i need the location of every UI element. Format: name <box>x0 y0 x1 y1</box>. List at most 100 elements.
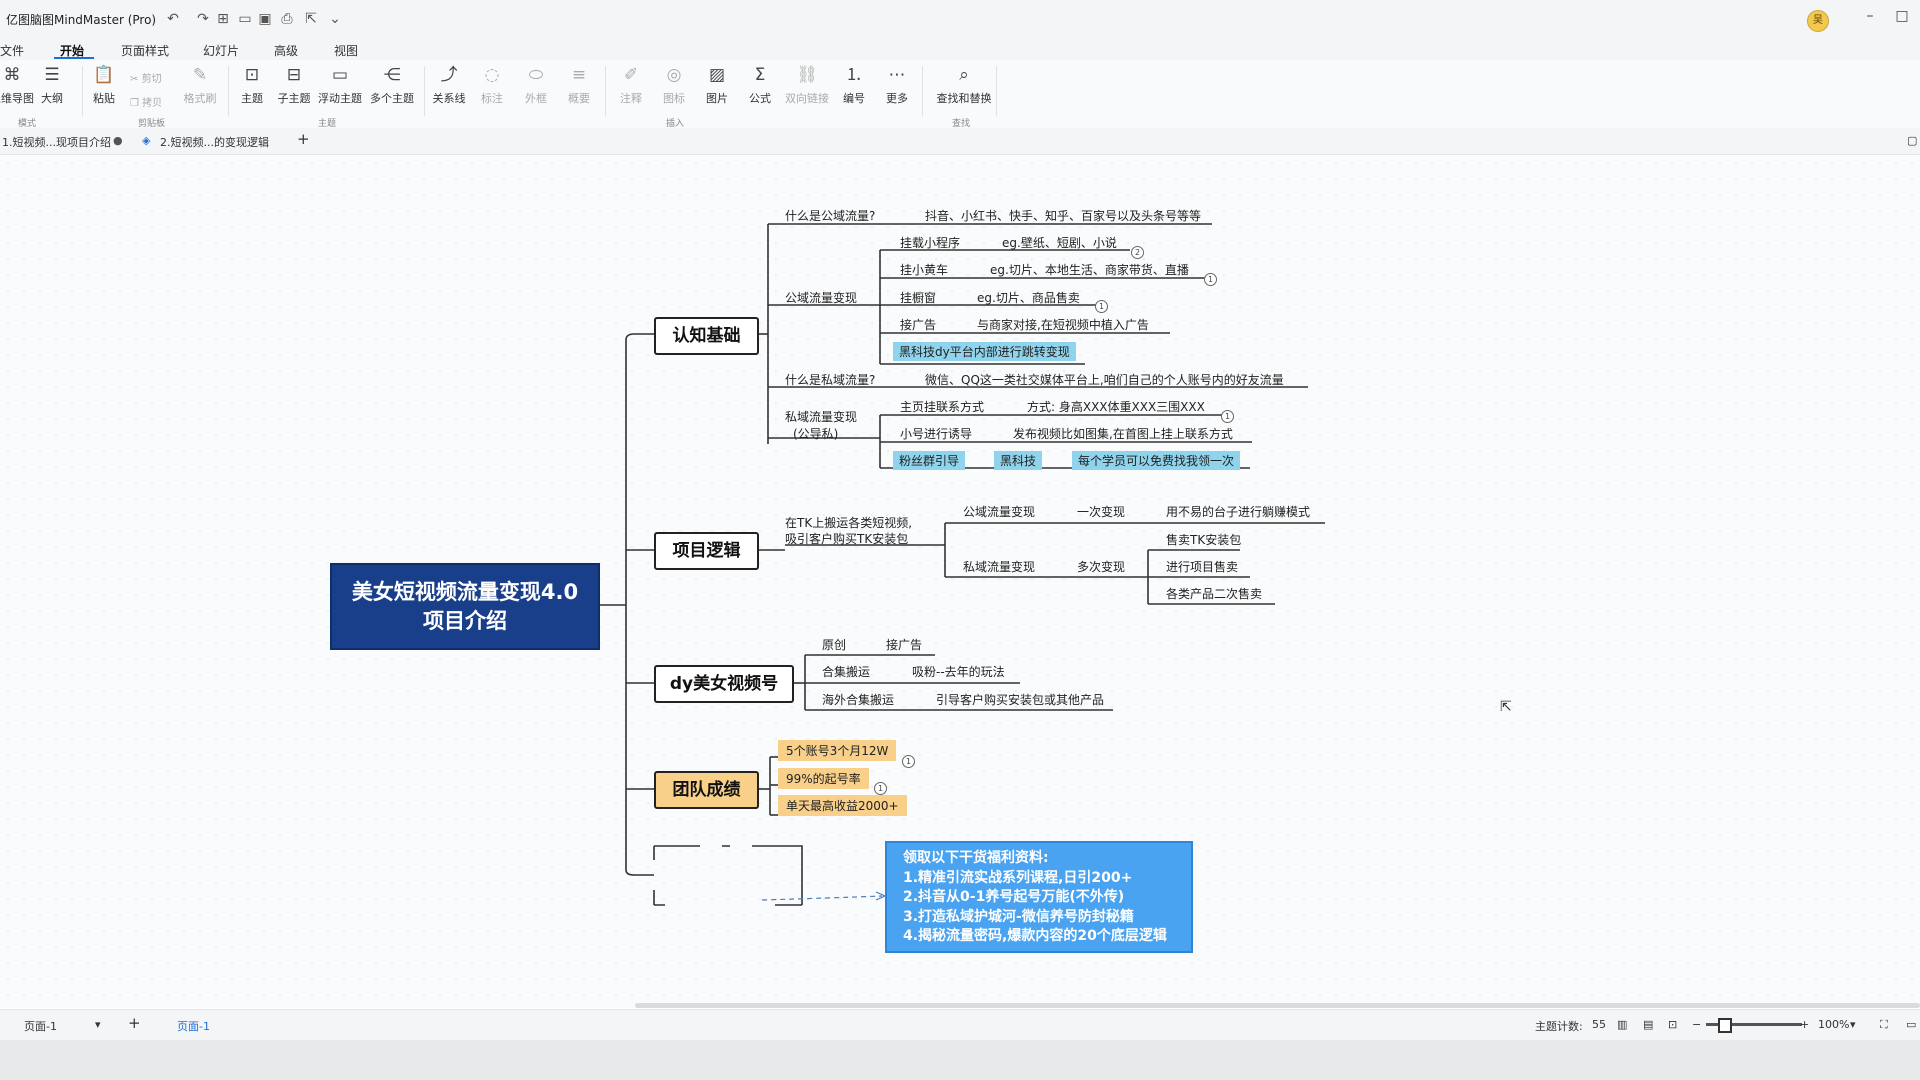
horizontal-scrollbar[interactable] <box>635 1003 1920 1008</box>
redo-icon[interactable]: ↷ <box>197 11 209 27</box>
zoom-slider[interactable] <box>1706 1023 1802 1026</box>
blackhat-topic[interactable]: 黑科技dy平台内部进行跳转变现 <box>893 342 1076 361</box>
topic-button[interactable]: ⊡主题 <box>230 64 274 106</box>
project-once-detail[interactable]: 用不易的台子进行躺赚模式 <box>1166 505 1311 519</box>
public-item-1-key[interactable]: 挂载小程序 <box>900 236 961 250</box>
dy-compilation[interactable]: 合集搬运 <box>822 665 871 679</box>
image-button[interactable]: ▨图片 <box>695 64 739 106</box>
zoom-level[interactable]: 100% <box>1818 1018 1850 1031</box>
print-icon[interactable]: ⎙ <box>281 11 293 27</box>
page-tab-1[interactable]: 页面-1 <box>177 1020 210 1033</box>
panel-icon[interactable]: ▭ <box>1906 1018 1917 1031</box>
cut-button[interactable]: ✂ 剪切 <box>130 74 162 85</box>
tab-home[interactable]: 开始 <box>60 44 85 58</box>
project-multi-item-3[interactable]: 各类产品二次售卖 <box>1166 587 1263 601</box>
zoom-slider-handle[interactable] <box>1718 1018 1732 1033</box>
new-file-icon[interactable]: ⊞ <box>217 11 229 27</box>
bilink-button[interactable]: ⛓双向链接 <box>785 65 829 105</box>
open-file-icon[interactable]: ▭ <box>238 11 252 27</box>
project-multi-item-2[interactable]: 进行项目售卖 <box>1166 560 1239 574</box>
customize-icon[interactable]: ⌄ <box>329 11 341 27</box>
project-private-monetize[interactable]: 私域流量变现 <box>963 560 1036 574</box>
tag-blackhat[interactable]: 黑科技 <box>994 451 1043 470</box>
numbering-button[interactable]: ⒈编号 <box>832 64 876 106</box>
private-traffic-question[interactable]: 什么是私域流量? <box>785 373 876 387</box>
public-item-3-key[interactable]: 挂橱窗 <box>900 291 937 305</box>
fit-page-icon[interactable]: ⊡ <box>1668 1018 1678 1031</box>
private-monetize-topic[interactable]: 私域流量变现 <box>785 410 858 424</box>
multi-topic-button[interactable]: ⋲多个主题 <box>370 65 414 105</box>
tag-fan-group[interactable]: 粉丝群引导 <box>893 451 966 470</box>
subtopic-button[interactable]: ⊟子主题 <box>272 64 316 106</box>
project-multi-item-1[interactable]: 售卖TK安装包 <box>1166 533 1242 547</box>
mindmap-mode-button[interactable]: ⌘思维导图 <box>0 64 34 106</box>
dy-overseas[interactable]: 海外合集搬运 <box>822 693 895 707</box>
save-icon[interactable]: ▣ <box>258 11 272 27</box>
public-traffic-question[interactable]: 什么是公域流量? <box>785 209 876 223</box>
note-button[interactable]: ✐注释 <box>609 64 653 106</box>
mindmap-canvas[interactable] <box>0 155 1920 1008</box>
tab-file[interactable]: 文件 <box>0 44 25 58</box>
relation-line-button[interactable]: ⤴关系线 <box>427 64 471 106</box>
team-result-2[interactable]: 99%的起号率 <box>778 768 869 789</box>
floating-topic-button[interactable]: ▭浮动主题 <box>318 65 362 105</box>
tab-slides[interactable]: 幻灯片 <box>203 44 240 58</box>
view-toggle-icon[interactable]: ▥ <box>1617 1018 1628 1031</box>
outline-mode-button[interactable]: ☰大纲 <box>30 64 74 106</box>
layout-icon[interactable]: ▤ <box>1643 1018 1654 1031</box>
undo-icon[interactable]: ↶ <box>167 11 179 27</box>
zoom-in-icon[interactable]: + <box>1800 1018 1810 1031</box>
private-item-2-key[interactable]: 小号进行诱导 <box>900 427 973 441</box>
public-monetize-topic[interactable]: 公域流量变现 <box>785 291 858 305</box>
public-item-4-value[interactable]: 与商家对接,在短视频中植入广告 <box>977 318 1149 332</box>
tab-view[interactable]: 视图 <box>334 44 359 58</box>
team-result-3[interactable]: 单天最高收益2000+ <box>778 795 907 816</box>
public-traffic-answer[interactable]: 抖音、小红书、快手、知乎、百家号以及头条号等等 <box>925 209 1202 223</box>
tab-page-style[interactable]: 页面样式 <box>121 44 170 58</box>
public-item-3-value[interactable]: eg.切片、商品售卖 <box>977 291 1080 305</box>
branch-team-results[interactable]: 团队成绩 <box>654 771 759 809</box>
public-item-4-key[interactable]: 接广告 <box>900 318 937 332</box>
public-item-1-value[interactable]: eg.壁纸、短剧、小说 <box>1002 236 1117 250</box>
add-page-button[interactable]: + <box>128 1014 141 1032</box>
dy-compilation-value[interactable]: 吸粉--去年的玩法 <box>912 665 1005 679</box>
project-once[interactable]: 一次变现 <box>1077 505 1126 519</box>
paste-button[interactable]: 📋粘贴 <box>82 64 126 106</box>
icon-button[interactable]: ◎图标 <box>652 64 696 106</box>
find-replace-button[interactable]: ⌕查找和替换 <box>934 64 994 106</box>
branch-dy-video[interactable]: dy美女视频号 <box>654 665 794 703</box>
private-item-2-value[interactable]: 发布视频比如图集,在首图上挂上联系方式 <box>1013 427 1233 441</box>
team-result-1[interactable]: 5个账号3个月12W <box>778 740 897 761</box>
user-avatar[interactable]: 吴 <box>1807 10 1829 32</box>
branch-cognition[interactable]: 认知基础 <box>654 317 759 355</box>
callout-button[interactable]: ◌标注 <box>470 64 514 106</box>
tab-advanced[interactable]: 高级 <box>274 44 299 58</box>
project-public-monetize[interactable]: 公域流量变现 <box>963 505 1036 519</box>
page-select-chevron-icon[interactable]: ▾ <box>95 1018 101 1031</box>
zoom-out-icon[interactable]: − <box>1692 1018 1702 1031</box>
maximize-icon[interactable]: □ <box>1895 8 1909 24</box>
page-select[interactable]: 页面-1 <box>24 1020 57 1033</box>
private-item-1-value[interactable]: 方式: 身高XXX体重XXX三围XXX <box>1027 400 1205 414</box>
summary-button[interactable]: ≡概要 <box>557 64 601 106</box>
boundary-button[interactable]: ⬭外框 <box>514 64 558 106</box>
project-multi[interactable]: 多次变现 <box>1077 560 1126 574</box>
dy-overseas-value[interactable]: 引导客户购买安装包或其他产品 <box>936 693 1105 707</box>
branch-project-logic[interactable]: 项目逻辑 <box>654 532 759 570</box>
zoom-chevron-icon[interactable]: ▾ <box>1850 1018 1856 1031</box>
benefits-callout[interactable]: 领取以下干货福利资料: 1.精准引流实战系列课程,日引200+ 2.抖音从0-1… <box>885 841 1193 953</box>
public-item-2-value[interactable]: eg.切片、本地生活、商家带货、直播 <box>990 263 1189 277</box>
dy-original[interactable]: 原创 <box>822 638 847 652</box>
doc-tab-1[interactable]: 1.短视频...现项目介绍 <box>2 136 111 149</box>
minimize-icon[interactable]: – <box>1866 8 1874 24</box>
add-tab-button[interactable]: + <box>297 130 310 148</box>
fullscreen-icon[interactable]: ⛶ <box>1880 1018 1888 1031</box>
project-desc-line1[interactable]: 在TK上搬运各类短视频, <box>785 516 913 530</box>
tag-free-claim[interactable]: 每个学员可以免费找我领一次 <box>1072 451 1241 470</box>
copy-button[interactable]: ❐ 拷贝 <box>130 98 163 109</box>
format-painter-button[interactable]: ✎格式刷 <box>178 64 222 106</box>
public-item-2-key[interactable]: 挂小黄车 <box>900 263 949 277</box>
dy-ads[interactable]: 接广告 <box>886 638 923 652</box>
